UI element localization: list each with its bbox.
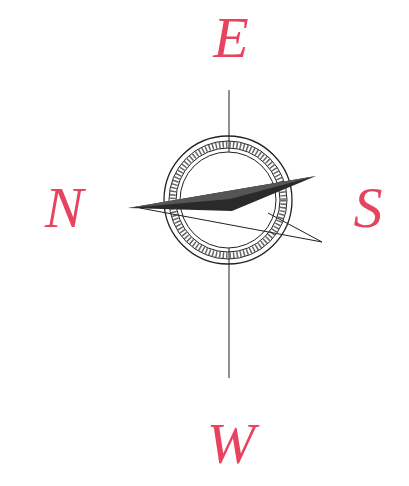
needle-shade bbox=[128, 176, 316, 208]
direction-letter: N bbox=[45, 179, 84, 237]
needle-line bbox=[268, 213, 322, 242]
needle-dark bbox=[128, 176, 316, 211]
direction-letter: S bbox=[354, 179, 383, 237]
needle-line bbox=[140, 208, 322, 242]
direction-letter: W bbox=[207, 415, 255, 473]
direction-letter: E bbox=[213, 9, 248, 67]
